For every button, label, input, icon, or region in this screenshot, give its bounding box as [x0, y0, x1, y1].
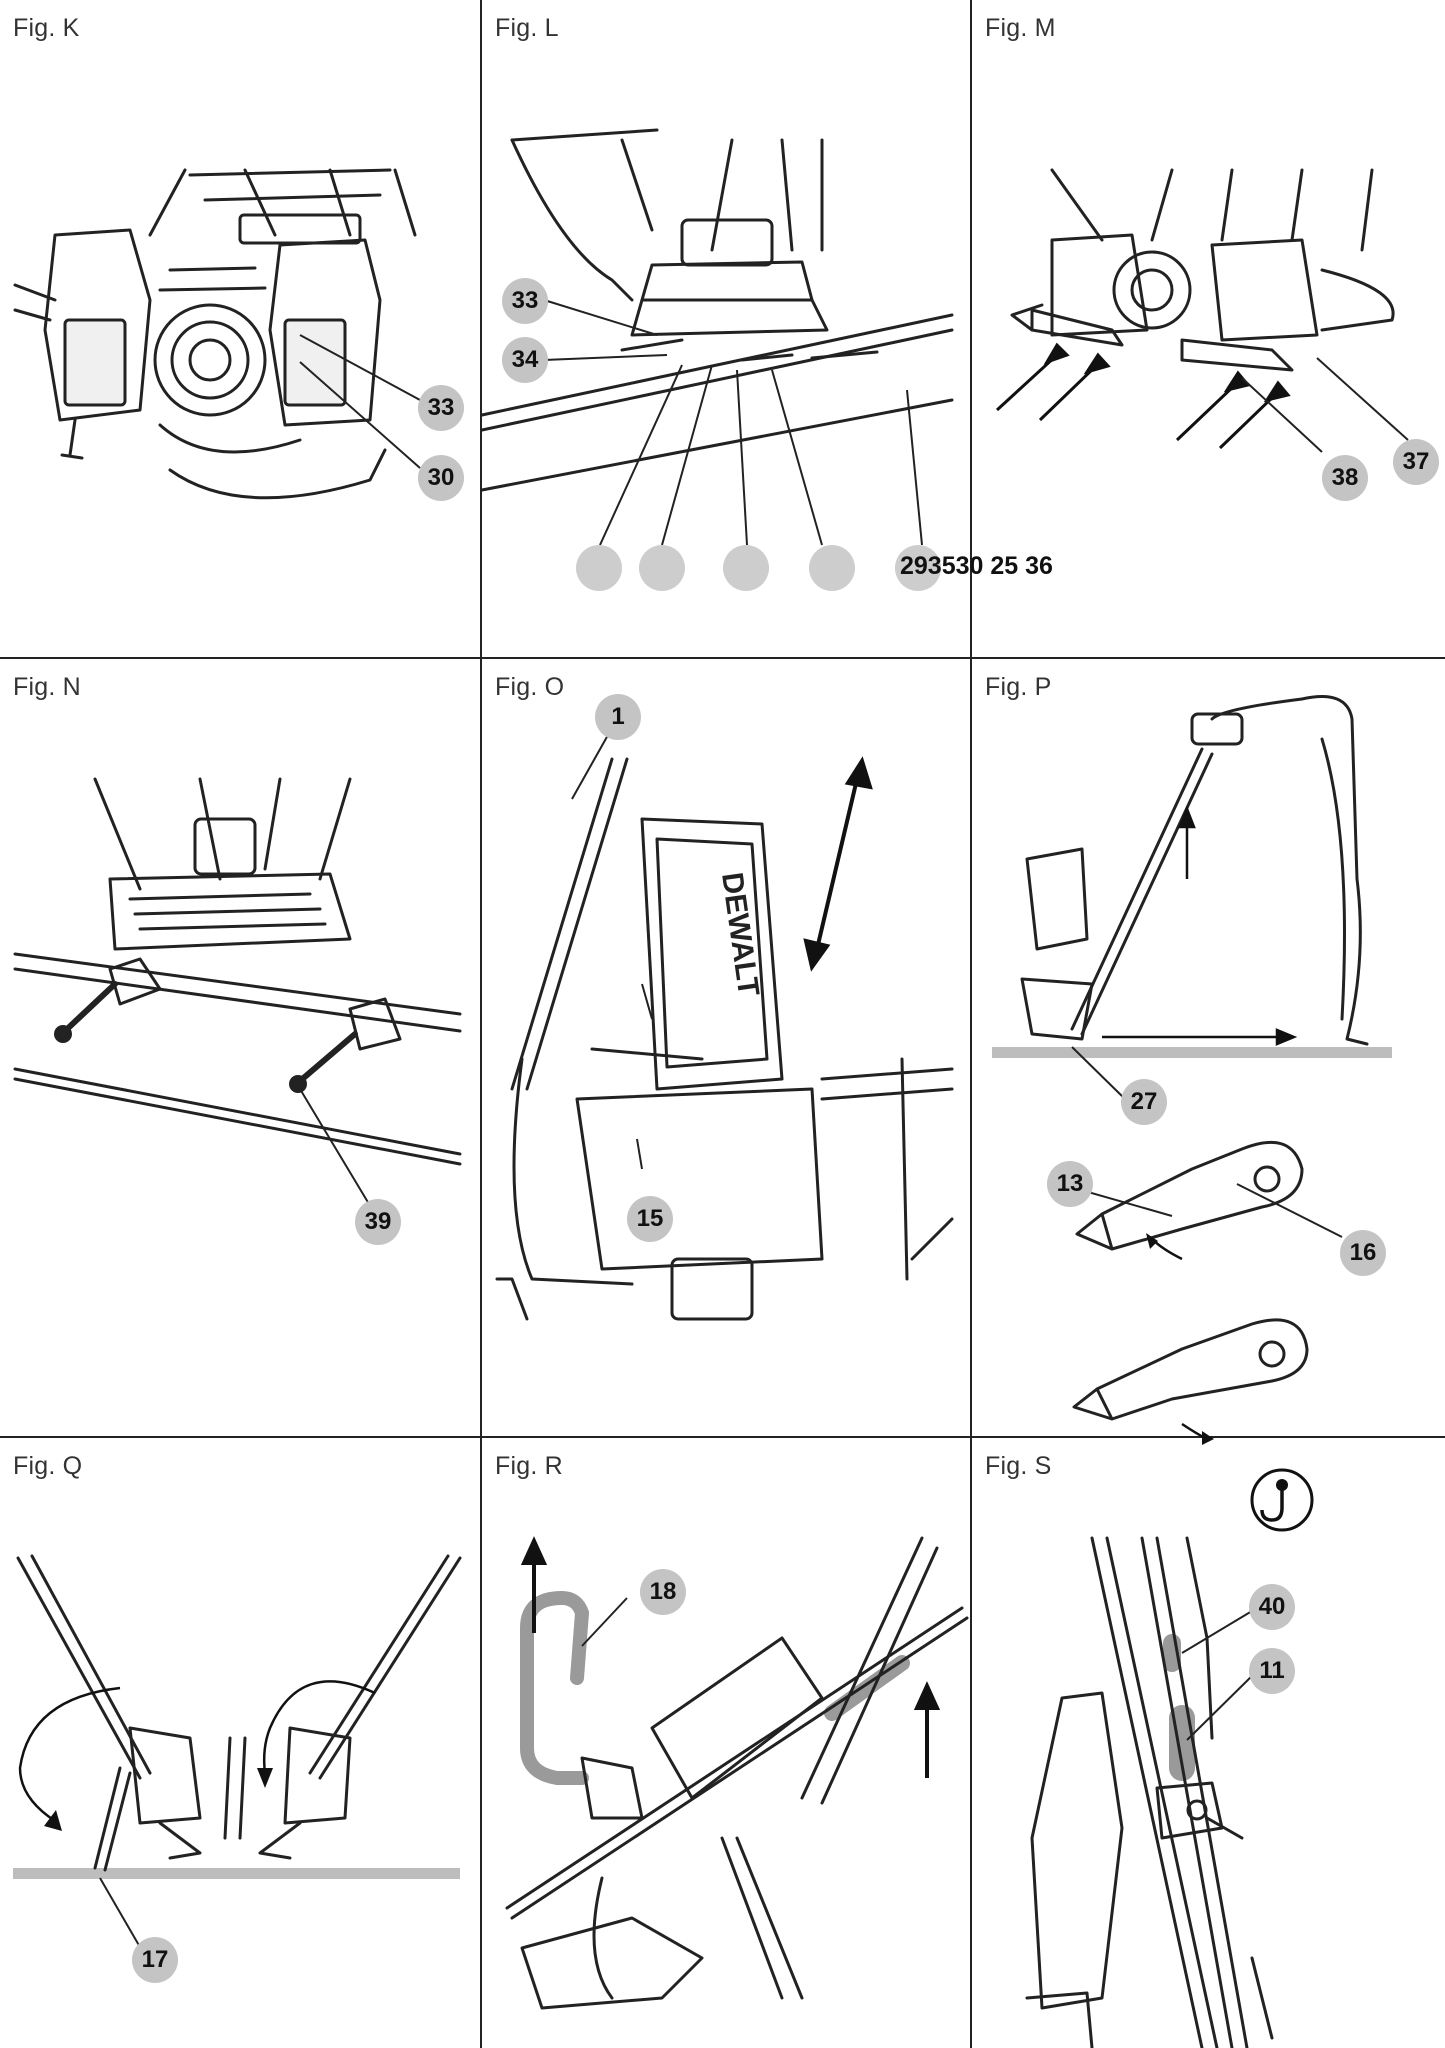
grid-rule-horizontal-2: [0, 1436, 1445, 1438]
callout-18: 18: [640, 1569, 686, 1615]
figure-label: Fig. P: [985, 673, 1052, 701]
part-numbers-text: 293530 25 36: [900, 552, 1053, 580]
callout-blank-5: [895, 545, 941, 591]
grid-rule-vertical-1: [480, 0, 482, 2048]
callout-blank-4: [809, 545, 855, 591]
callout-27: 27: [1121, 1079, 1167, 1125]
figure-n: Fig. N 39: [0, 659, 480, 1436]
figure-o: Fig. O DEWALT: [482, 659, 970, 1436]
callout-37: 37: [1393, 439, 1439, 485]
callout-13: 13: [1047, 1161, 1093, 1207]
figure-r: Fig. R 18: [482, 1438, 970, 2048]
hanging-storage-illustration: [1025, 1468, 1314, 2048]
callout-38: 38: [1322, 455, 1368, 501]
callout-33: 33: [502, 278, 548, 324]
figure-label: Fig. K: [13, 14, 80, 42]
figure-label: Fig. L: [495, 14, 559, 42]
lift-handle-illustration: [505, 1536, 969, 2010]
callout-blank-1: [576, 545, 622, 591]
figure-p: Fig. P: [972, 659, 1445, 1445]
head-attachment-pins-illustration: [995, 168, 1409, 453]
figure-label: Fig. M: [985, 14, 1056, 42]
callout-30: 30: [418, 455, 464, 501]
callout-40: 40: [1249, 1584, 1295, 1630]
callout-blank-2: [639, 545, 685, 591]
lifting-hook-icon: [1250, 1468, 1314, 1532]
callout-39: 39: [355, 1199, 401, 1245]
figure-k: Fig. K 33: [0, 0, 480, 657]
head-mount-on-rail-illustration: [480, 128, 954, 546]
trimmer-head-illustration: [13, 168, 421, 500]
locking-knobs-illustration: [13, 777, 462, 1220]
figure-l: Fig. L 33: [480, 0, 1053, 657]
callout-blank-3: [723, 545, 769, 591]
figure-q: Fig. Q 17: [0, 1438, 480, 2048]
operating-position-illustration: [992, 695, 1392, 1445]
figure-label: Fig. N: [13, 673, 81, 701]
figure-m: Fig. M 38: [972, 0, 1445, 657]
grid-rule-horizontal-1: [0, 657, 1445, 659]
figure-label: Fig. R: [495, 1452, 563, 1480]
callout-17: 17: [132, 1937, 178, 1983]
callout-15: 15: [627, 1196, 673, 1242]
callout-33: 33: [418, 385, 464, 431]
callout-16: 16: [1340, 1230, 1386, 1276]
grid-rule-vertical-2: [970, 0, 972, 2048]
figure-label: Fig. S: [985, 1452, 1052, 1480]
callout-34: 34: [502, 337, 548, 383]
figure-label: Fig. Q: [13, 1452, 83, 1480]
fold-stand-illustration: [13, 1554, 462, 1974]
callout-11: 11: [1249, 1648, 1295, 1694]
figure-s: Fig. S: [972, 1438, 1445, 2048]
figure-label: Fig. O: [495, 673, 565, 701]
callout-1: 1: [595, 694, 641, 740]
battery-insertion-illustration: DEWALT: [495, 718, 954, 1321]
dewalt-brand-text: DEWALT: [715, 870, 765, 998]
